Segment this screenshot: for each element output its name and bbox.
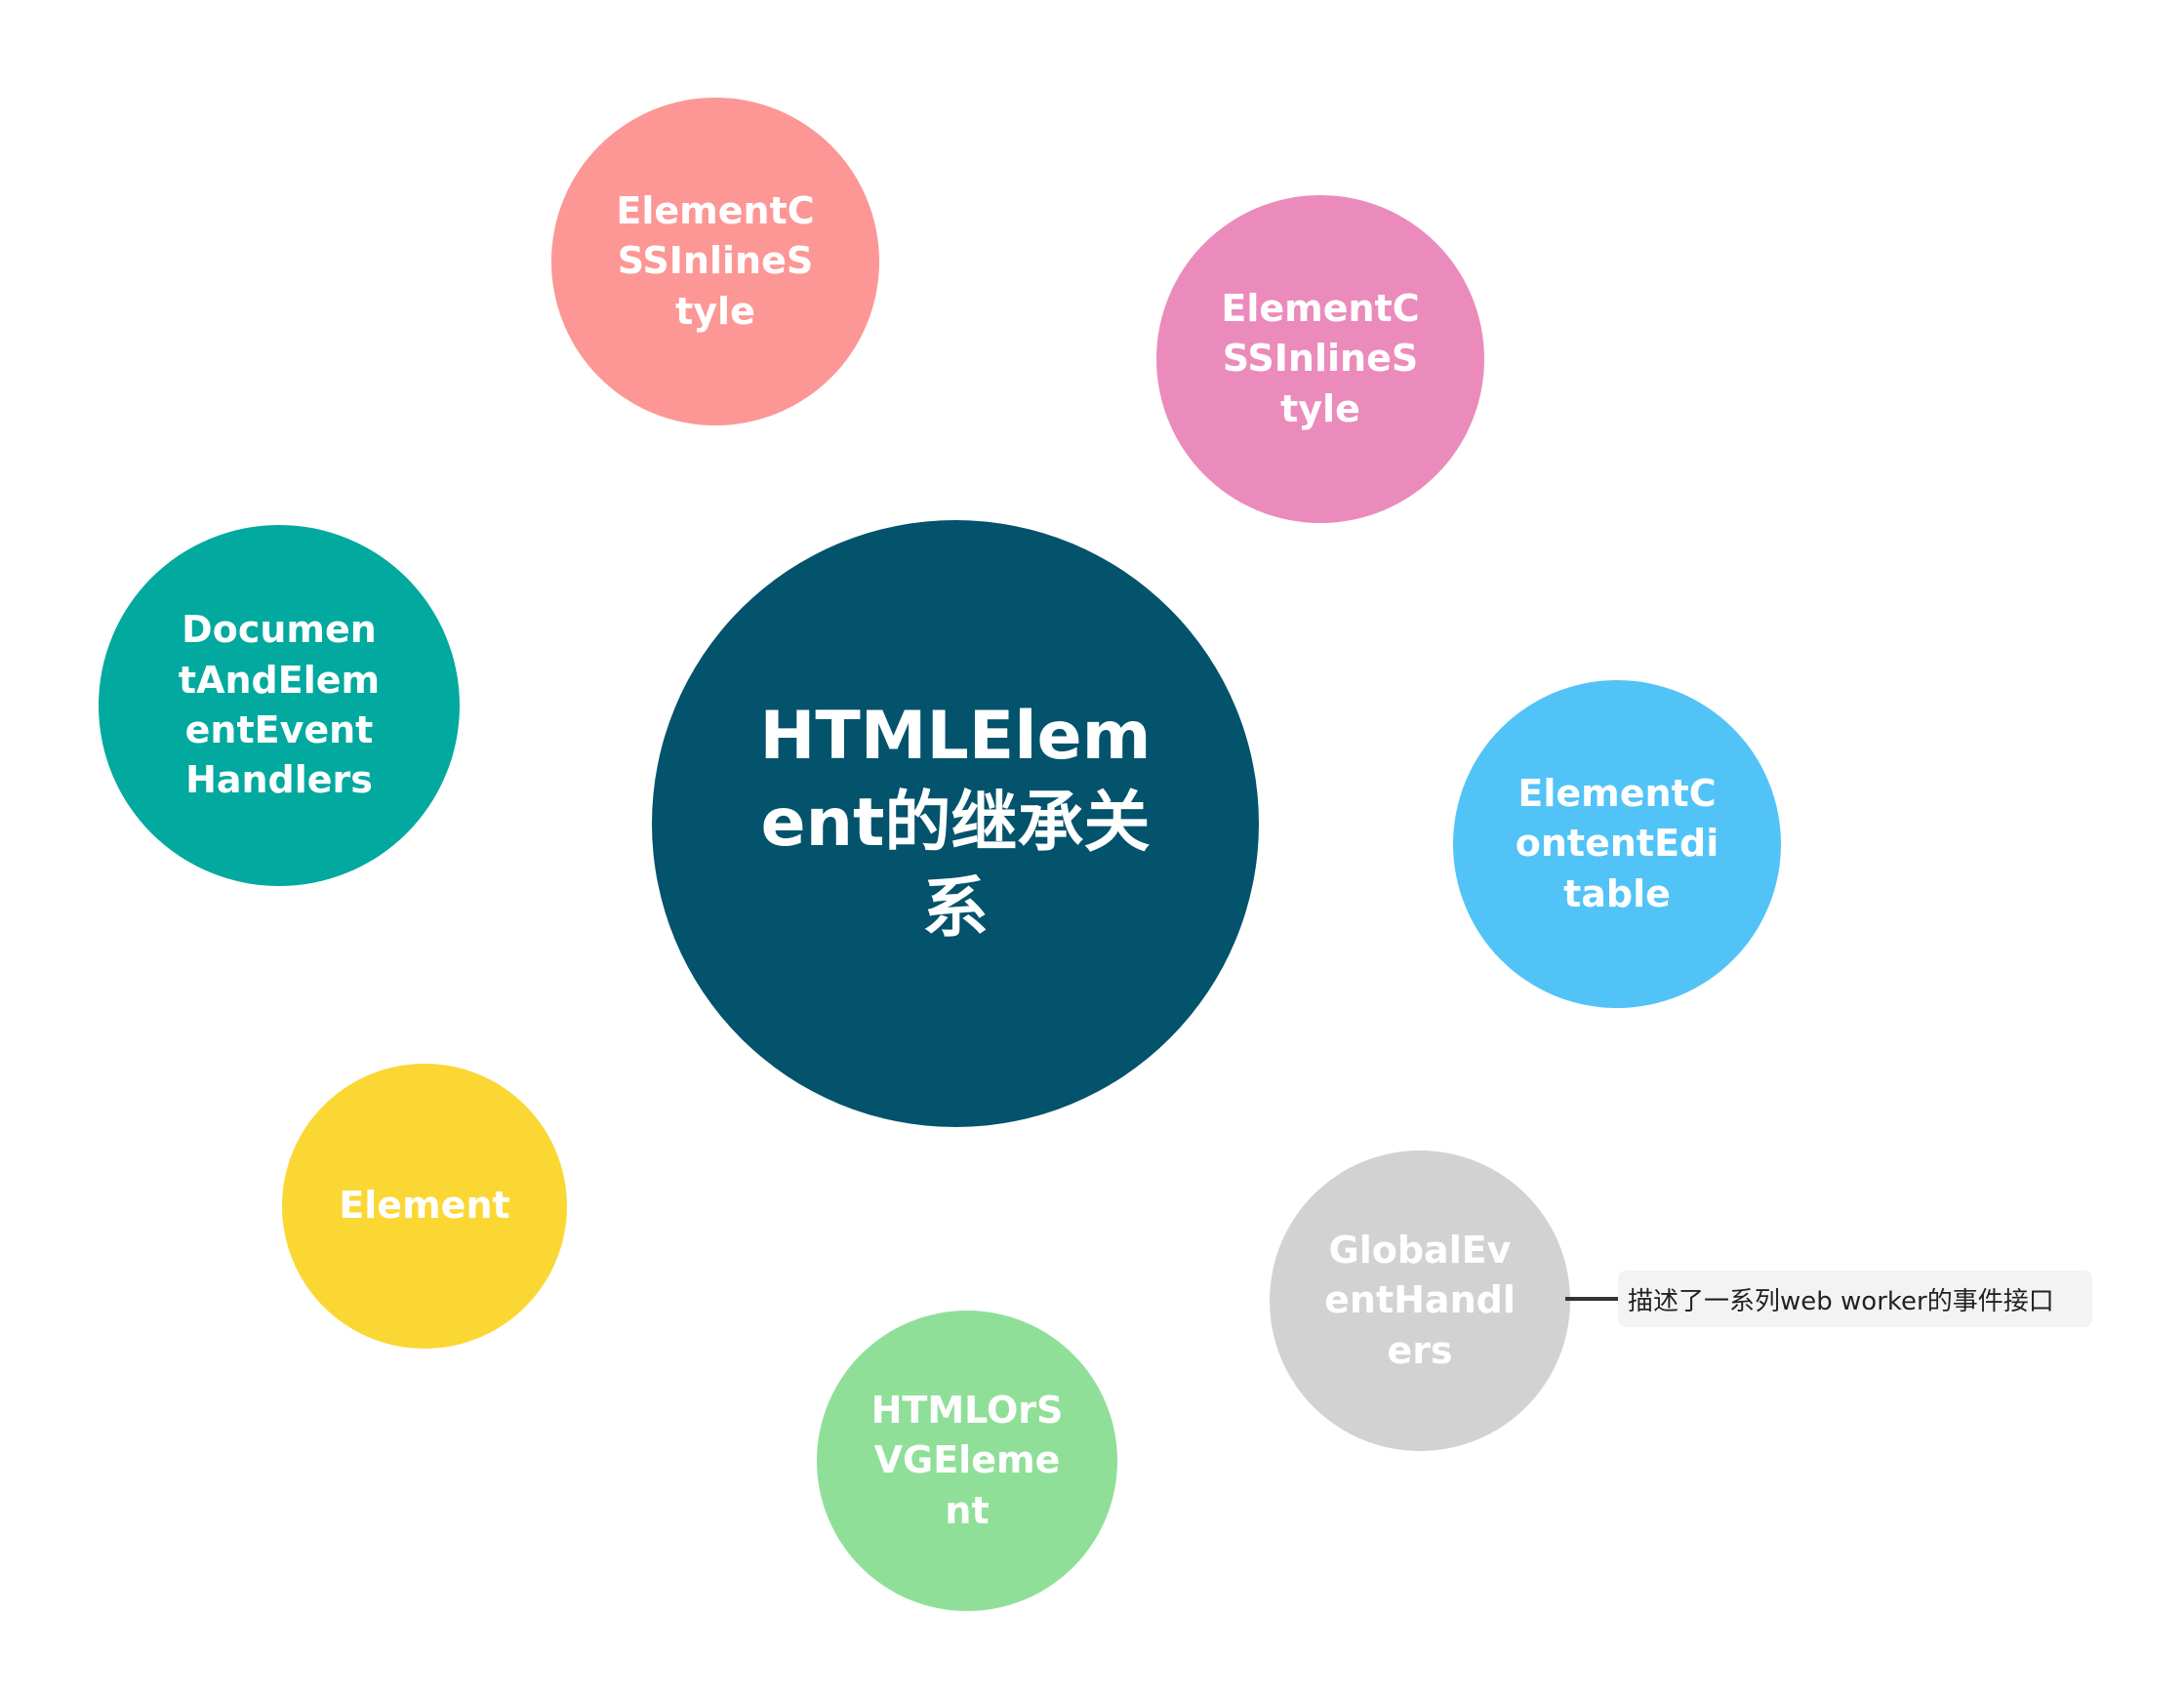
- node-label: HTMLOrSVGElement: [870, 1389, 1064, 1532]
- note-box[interactable]: 描述了一系列web worker的事件接口: [1618, 1271, 2092, 1327]
- node-label: DocumentAndElementEventHandlers: [178, 608, 381, 802]
- node-label: ElementCSSInlineStyle: [616, 189, 815, 333]
- node-element[interactable]: Element: [282, 1064, 567, 1349]
- node-element-content-editable[interactable]: ElementContentEditable: [1453, 680, 1781, 1008]
- center-topic-label: HTMLElement的继承关系: [759, 698, 1152, 949]
- center-topic-bubble[interactable]: HTMLElement的继承关系: [652, 520, 1259, 1127]
- node-label: ElementContentEditable: [1515, 772, 1719, 915]
- node-html-or-svg-element[interactable]: HTMLOrSVGElement: [817, 1311, 1117, 1611]
- node-label: ElementCSSInlineStyle: [1221, 287, 1420, 430]
- node-element-css-inline-style-top[interactable]: ElementCSSInlineStyle: [551, 98, 879, 425]
- node-label: Element: [339, 1184, 510, 1228]
- node-global-event-handlers[interactable]: GlobalEventHandlers: [1270, 1151, 1570, 1451]
- node-element-css-inline-style-right[interactable]: ElementCSSInlineStyle: [1156, 195, 1484, 523]
- node-label: GlobalEventHandlers: [1324, 1229, 1516, 1372]
- node-document-and-element-event-handlers[interactable]: DocumentAndElementEventHandlers: [99, 525, 460, 886]
- note-connector-line: [1565, 1297, 1618, 1301]
- note-text: 描述了一系列web worker的事件接口: [1628, 1286, 2054, 1316]
